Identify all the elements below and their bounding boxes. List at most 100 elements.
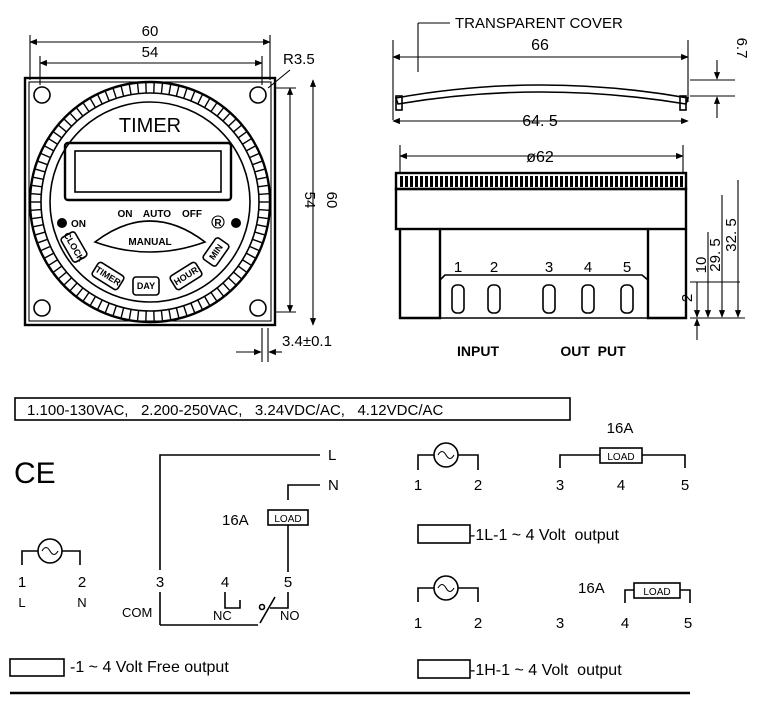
knurl-tick bbox=[258, 208, 269, 211]
load-wire bbox=[642, 454, 686, 468]
front-view: 60 54 R3.5 TIMER ON AUTO OFF ON R bbox=[23, 23, 340, 362]
side-knurl-tick bbox=[625, 176, 628, 187]
side-knurl-tick bbox=[505, 176, 508, 187]
line-L-label: L bbox=[328, 447, 336, 464]
knurl-tick bbox=[227, 277, 237, 286]
side-knurl-tick bbox=[665, 176, 668, 187]
knurl-tick bbox=[136, 83, 140, 94]
side-knurl-tick bbox=[525, 176, 528, 187]
side-leg-right bbox=[646, 229, 688, 320]
terminal-number: 4 bbox=[584, 259, 592, 276]
knurl-tick bbox=[233, 124, 242, 133]
com-label: COM bbox=[122, 605, 152, 620]
transparent-cover bbox=[394, 84, 690, 105]
knurl-tick bbox=[257, 184, 268, 188]
supply-wire bbox=[417, 454, 434, 470]
side-knurl-tick bbox=[435, 176, 438, 187]
side-knurl-tick bbox=[645, 176, 648, 187]
knurl-tick bbox=[242, 259, 252, 266]
mode-auto-label: AUTO bbox=[143, 209, 171, 220]
manual-button[interactable] bbox=[93, 220, 207, 253]
dim-body-diameter: ø62 bbox=[526, 149, 554, 166]
knurl-tick bbox=[33, 176, 44, 181]
hour-button[interactable]: HOUR bbox=[169, 261, 203, 291]
knurl-tick bbox=[216, 287, 224, 297]
knurl-tick bbox=[32, 184, 43, 188]
load-rating: 16A bbox=[222, 512, 249, 529]
knurl-tick bbox=[252, 238, 263, 244]
side-knurl-tick bbox=[500, 176, 503, 187]
side-leg-left bbox=[398, 229, 442, 320]
side-knurl-tick bbox=[655, 176, 658, 187]
knurl-tick bbox=[76, 287, 84, 297]
side-knurl-tick bbox=[575, 176, 578, 187]
knurl-tick bbox=[210, 291, 218, 302]
line-N-wire bbox=[287, 484, 320, 500]
side-knurl-tick bbox=[490, 176, 493, 187]
cover-clip bbox=[679, 95, 687, 111]
side-knurl-tick bbox=[675, 176, 678, 187]
dim-thickness: 3.4±0.1 bbox=[282, 333, 332, 350]
mount-hole bbox=[249, 86, 267, 104]
knurl-tick bbox=[63, 277, 73, 286]
knurl-tick bbox=[254, 231, 265, 236]
side-knurl-tick bbox=[585, 176, 588, 187]
supply-wire bbox=[458, 587, 479, 602]
terminal-number: 1 bbox=[454, 259, 462, 276]
knurl-tick bbox=[31, 193, 42, 196]
min-button[interactable]: MIN bbox=[202, 237, 230, 267]
day-label: DAY bbox=[137, 281, 155, 291]
knurl-tick bbox=[242, 138, 252, 145]
side-knurl-tick bbox=[520, 176, 523, 187]
load-wire bbox=[680, 589, 691, 603]
timer-label: TIMER bbox=[93, 264, 122, 288]
side-knurl-tick bbox=[400, 176, 403, 187]
knurl-tick bbox=[32, 216, 43, 220]
day-button[interactable]: DAY bbox=[132, 276, 160, 296]
side-knurl-tick bbox=[470, 176, 473, 187]
side-knurl-tick bbox=[495, 176, 498, 187]
terminal-number: 4 bbox=[621, 615, 629, 632]
relay-terminal: 5 bbox=[284, 574, 292, 591]
knurl-tick bbox=[136, 310, 140, 321]
motor-icon bbox=[37, 538, 63, 564]
knurl-tick bbox=[190, 302, 196, 313]
side-knurl-tick bbox=[415, 176, 418, 187]
side-knurl-tick bbox=[545, 176, 548, 187]
side-knurl-tick bbox=[670, 176, 673, 187]
knurl-tick bbox=[89, 296, 97, 306]
model-blank-box bbox=[9, 658, 65, 677]
knurl-tick bbox=[203, 296, 211, 306]
dim-h3: 29. 5 bbox=[707, 238, 724, 271]
side-knurl-tick bbox=[565, 176, 568, 187]
led-indicator bbox=[57, 218, 67, 228]
terminal-number: 3 bbox=[545, 259, 553, 276]
supply-wire bbox=[62, 550, 81, 565]
dim-radius: R3.5 bbox=[283, 51, 315, 68]
terminal-number: 3 bbox=[556, 615, 564, 632]
dim-height-inner: 54 bbox=[301, 192, 318, 209]
knurl-tick bbox=[252, 160, 263, 166]
output-1L-caption: -1L-1 ~ 4 Volt output bbox=[470, 527, 620, 544]
knurl-tick bbox=[97, 299, 103, 310]
side-knurl-tick bbox=[485, 176, 488, 187]
dim-cover-width: 66 bbox=[531, 37, 549, 54]
side-knurl-tick bbox=[465, 176, 468, 187]
dial-outer bbox=[28, 80, 272, 324]
dim-width-inner: 54 bbox=[142, 44, 159, 61]
knurl-tick bbox=[183, 305, 188, 316]
knurl-tick bbox=[112, 88, 117, 99]
terminal-number: 5 bbox=[684, 615, 692, 632]
reset-button[interactable] bbox=[211, 215, 225, 229]
terminal-number: 5 bbox=[681, 477, 689, 494]
side-knurl-tick bbox=[455, 176, 458, 187]
model-blank-box bbox=[417, 659, 471, 679]
output-1L-diagram: 1 2 16A LOAD 3 4 5 -1L-1 ~ 4 Volt output bbox=[414, 420, 689, 544]
dial-face bbox=[49, 101, 251, 303]
output-1H-diagram: 1 2 16A LOAD 3 4 5 -1H-1 ~ 4 Volt output bbox=[414, 575, 692, 679]
clock-button[interactable]: CLOCK bbox=[59, 229, 89, 265]
side-knurl-tick bbox=[450, 176, 453, 187]
side-knurl-tick bbox=[570, 176, 573, 187]
side-knurl-tick bbox=[540, 176, 543, 187]
